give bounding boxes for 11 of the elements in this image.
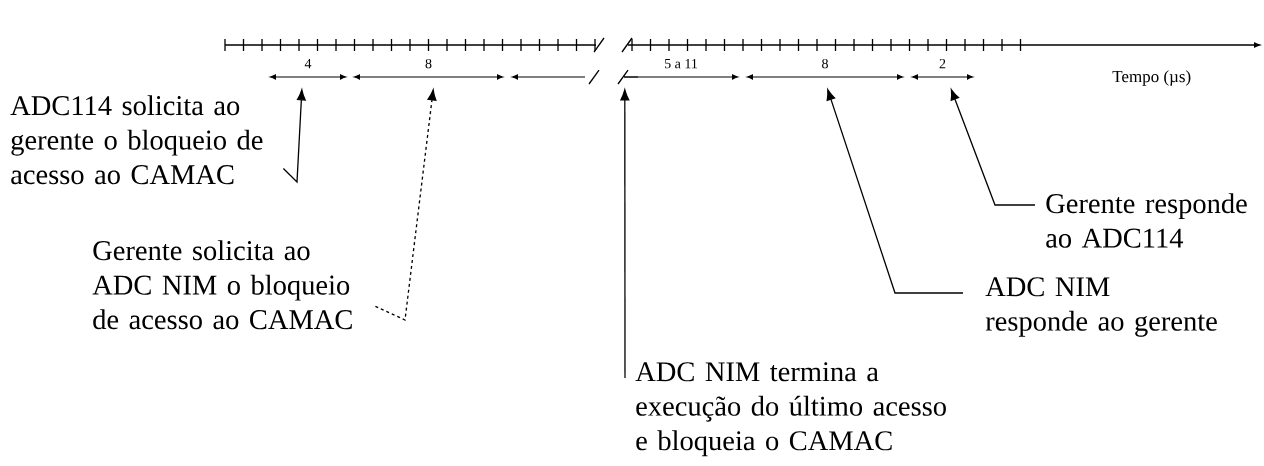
leader-line xyxy=(374,89,437,321)
leader-line xyxy=(620,89,630,379)
annotation-text: Gerente responde ao ADC114 xyxy=(1046,193,1247,248)
leader-line xyxy=(950,89,1036,206)
axis-label: Tempo (µs) xyxy=(1112,70,1191,86)
annotation-text: ADC NIM responde ao gerente xyxy=(985,277,1217,337)
annotation-text: ADC114 solicita ao gerente o bloqueio de acesso ao CAMAC xyxy=(10,95,263,185)
leader-line xyxy=(282,89,306,184)
annotation-text: ADC NIM termina a execução do último acesso e bloqueia o CAMAC xyxy=(635,362,946,457)
leader-line xyxy=(826,89,964,294)
annotation-text: Gerente solicita ao ADC NIM o bloqueio de acesso ao CAMAC xyxy=(92,240,352,330)
